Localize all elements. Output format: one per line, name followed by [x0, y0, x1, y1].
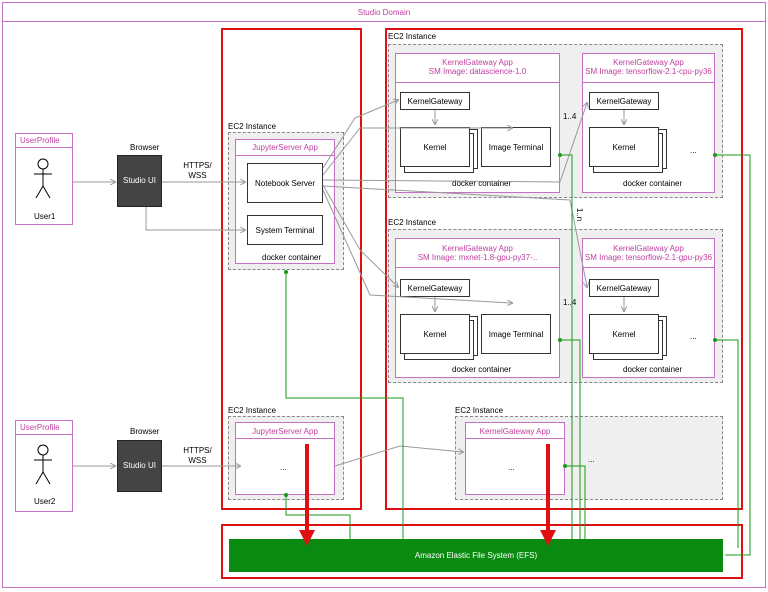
protocol-label-1: HTTPS/ WSS: [183, 161, 212, 180]
jupyter-app-1-title: JupyterServer App: [252, 143, 318, 152]
ec2-jupyter-2-label: EC2 Instance: [228, 406, 277, 415]
kernel-gateway-4[interactable]: KernelGateway: [589, 279, 659, 297]
kg-app-2-ellipsis: ...: [690, 146, 697, 155]
studio-ui-1[interactable]: Studio UI: [117, 155, 162, 207]
studio-domain-header: [2, 2, 766, 22]
kernel-gateway-3[interactable]: KernelGateway: [400, 279, 470, 297]
image-terminal-1[interactable]: Image Terminal: [481, 127, 551, 167]
multiplicity-1-4-mid: 1..4: [563, 298, 577, 307]
kernel-2[interactable]: Kernel: [589, 127, 659, 167]
studio-domain-title: Studio Domain: [357, 8, 411, 17]
ec2-kg-1-label: EC2 Instance: [388, 32, 437, 41]
user1-label: User1: [34, 212, 56, 221]
studio-ui-2[interactable]: Studio UI: [117, 440, 162, 492]
docker-container-label: docker container: [262, 253, 322, 262]
kg-app-3-docker-label: docker container: [452, 365, 512, 374]
notebook-server[interactable]: Notebook Server: [247, 163, 323, 203]
kg-app-5-ellipsis: ...: [508, 463, 515, 472]
browser2-label: Browser: [130, 427, 160, 436]
kernel-gateway-1[interactable]: KernelGateway: [400, 92, 470, 110]
kernel-gateway-2[interactable]: KernelGateway: [589, 92, 659, 110]
jupyter-app-2-ellipsis: ...: [280, 463, 287, 472]
ec2-kg-3-label: EC2 Instance: [455, 406, 504, 415]
ec2-kg-2-label: EC2 Instance: [388, 218, 437, 227]
kernel-4[interactable]: Kernel: [589, 314, 659, 354]
kg-app-4-docker-label: docker container: [623, 365, 683, 374]
kg-app-1-docker-label: docker container: [452, 179, 512, 188]
user-profile-1: UserProfile: [15, 133, 73, 225]
kg-app-1-header: [395, 53, 560, 83]
image-terminal-3[interactable]: Image Terminal: [481, 314, 551, 354]
multiplicity-1-4-top: 1..4: [563, 112, 577, 121]
kg-app-4-ellipsis: ...: [690, 332, 697, 341]
user-profile-label: UserProfile: [16, 134, 72, 148]
user-profile-label: UserProfile: [16, 421, 72, 435]
multiplicity-1-n: 1..n: [575, 207, 585, 222]
kernel-1[interactable]: Kernel: [400, 127, 470, 167]
system-terminal[interactable]: System Terminal: [247, 215, 323, 245]
user-profile-2: UserProfile: [15, 420, 73, 512]
kg-app-2-header: [582, 53, 715, 83]
ec2-jupyter-1-label: EC2 Instance: [228, 122, 277, 131]
efs-bar[interactable]: Amazon Elastic File System (EFS): [229, 539, 723, 572]
jupyter-app-2-title: JupyterServer App: [252, 427, 318, 436]
protocol-label-2: HTTPS/ WSS: [183, 446, 212, 465]
kg-app-5-title: KernelGateway App: [479, 427, 551, 436]
kg-app-2-docker-label: docker container: [623, 179, 683, 188]
user2-label: User2: [34, 497, 56, 506]
ec2-kg-3-ellipsis: ...: [588, 455, 595, 464]
browser1-label: Browser: [130, 143, 160, 152]
kernel-3[interactable]: Kernel: [400, 314, 470, 354]
jupyter-app-1-header-line: [235, 139, 335, 156]
